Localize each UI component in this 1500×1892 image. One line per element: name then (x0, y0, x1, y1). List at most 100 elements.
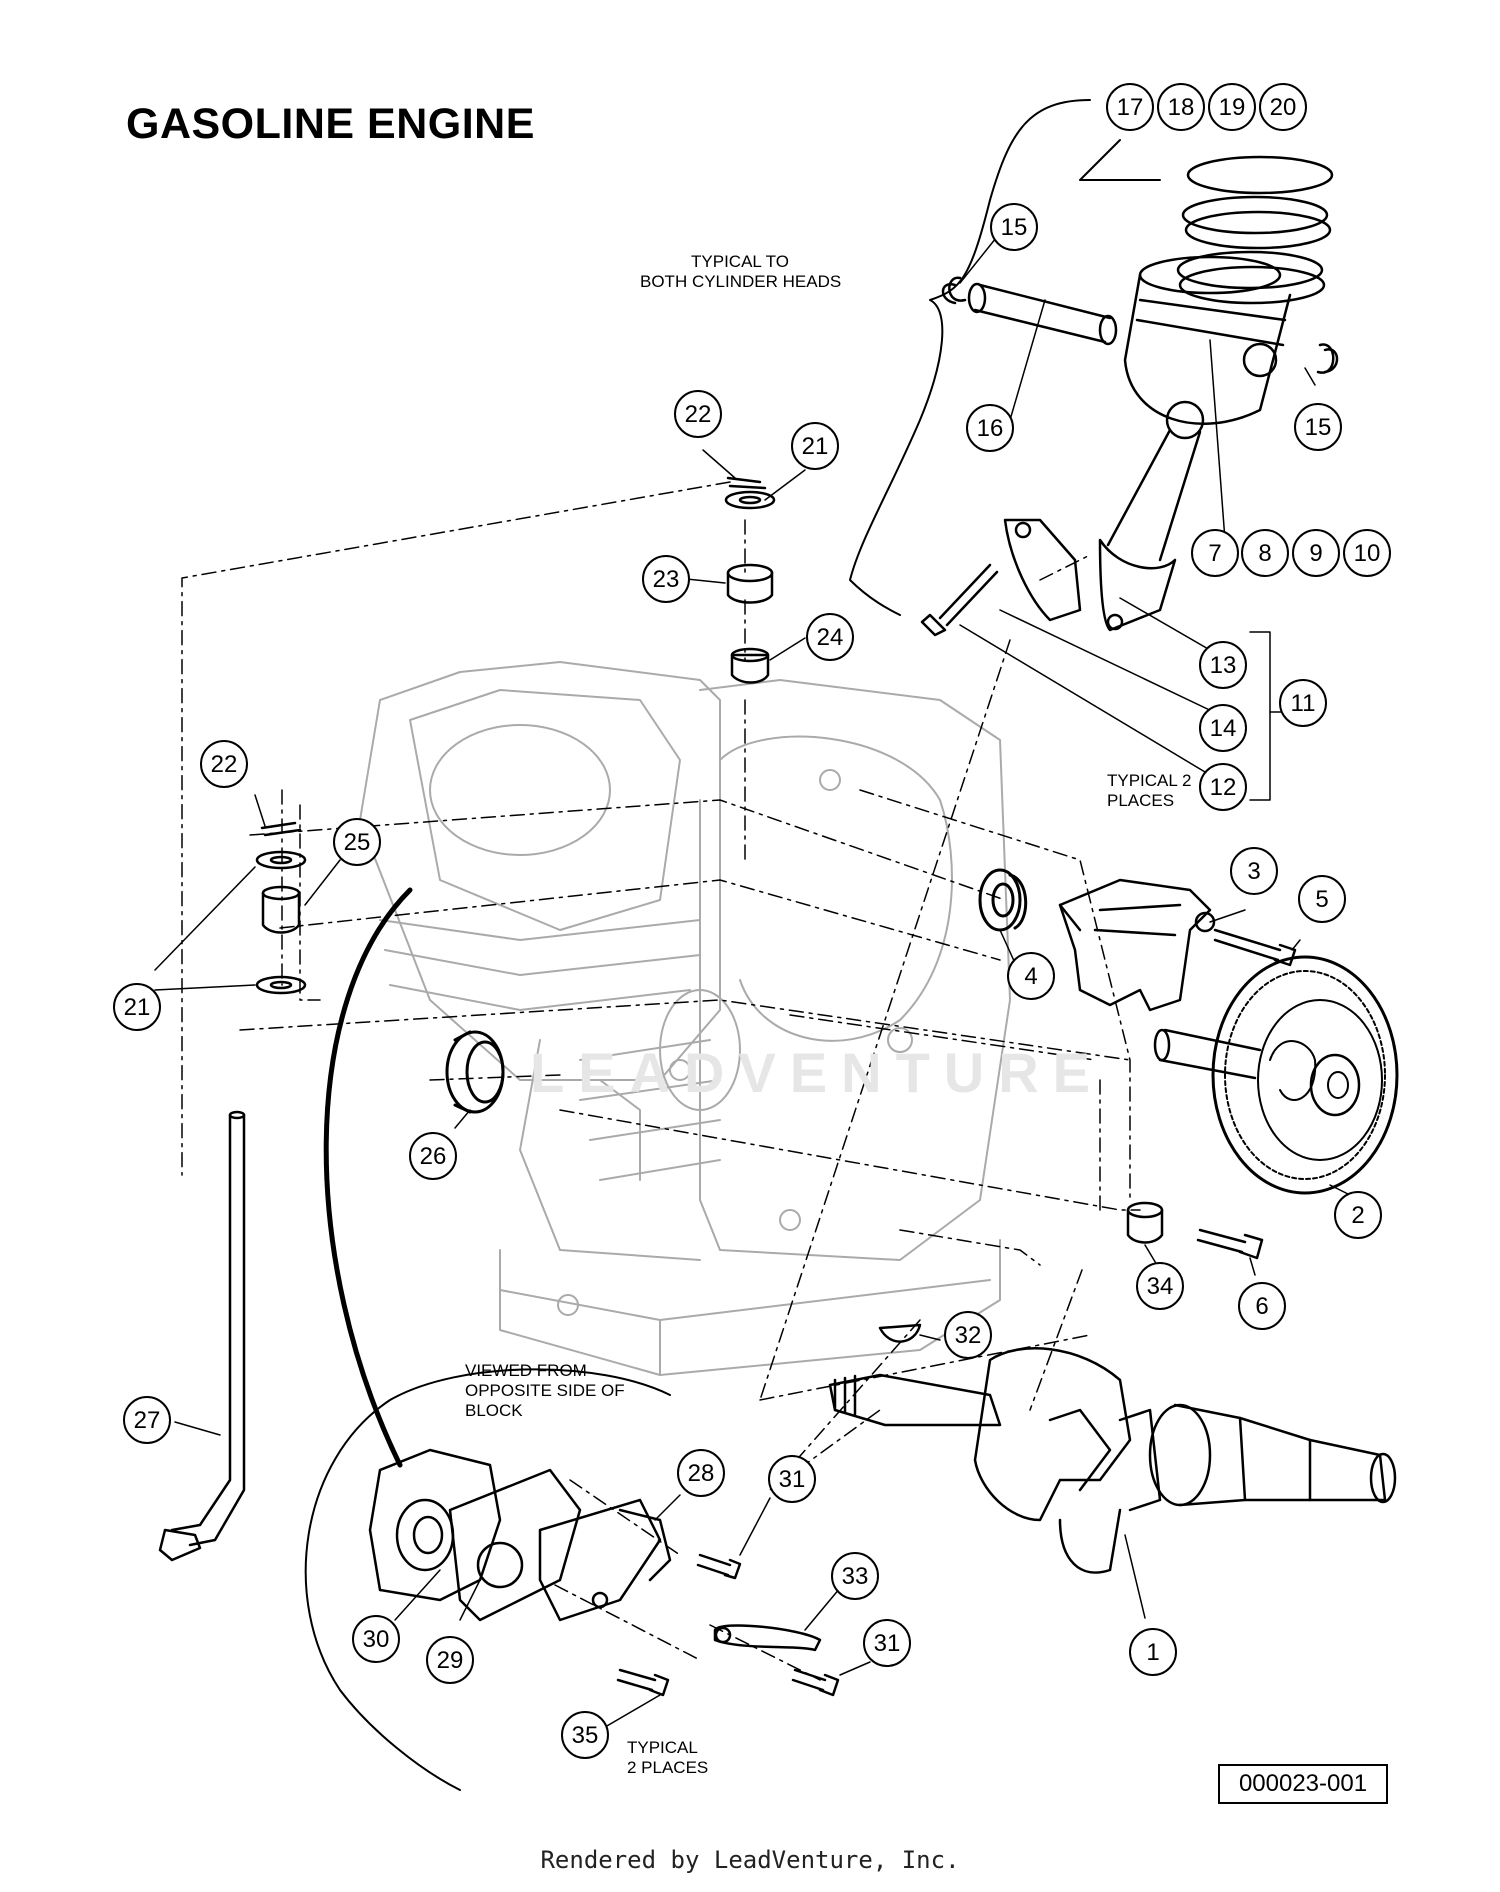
engine-block (359, 661, 1011, 1376)
callout-number: 31 (874, 1630, 901, 1657)
callout-number: 2 (1351, 1202, 1364, 1229)
callout-circle (1343, 529, 1391, 577)
governor-assembly (1058, 878, 1216, 1012)
callout-circle (1007, 952, 1055, 1000)
callout-number: 13 (1210, 652, 1237, 679)
callout-circle (806, 613, 854, 661)
note-typical-2-places: TYPICAL 2 PLACES (1107, 771, 1192, 810)
callout-number: 10 (1354, 540, 1381, 567)
callout-circle (1199, 641, 1247, 689)
callout-number: 6 (1255, 1293, 1268, 1320)
callout-circle (1334, 1191, 1382, 1239)
callout-number: 27 (134, 1407, 161, 1434)
callout-number: 15 (1305, 414, 1332, 441)
callout-number: 3 (1247, 858, 1260, 885)
callout-circle (1106, 83, 1154, 131)
callout-number: 21 (124, 994, 151, 1021)
callout-circle (944, 1311, 992, 1359)
callout-circle (1294, 403, 1342, 451)
callout-circle (768, 1455, 816, 1503)
callout-number: 20 (1270, 94, 1297, 121)
callout-number: 9 (1309, 540, 1322, 567)
callout-circle (113, 983, 161, 1031)
callout-number: 21 (802, 433, 829, 460)
callout-circle (677, 1449, 725, 1497)
callout-number: 7 (1208, 540, 1221, 567)
callout-number: 25 (344, 829, 371, 856)
footer-credit: Rendered by LeadVenture, Inc. (540, 1846, 960, 1874)
callout-circle (1279, 679, 1327, 727)
watermark: LEADVENTURE (530, 1041, 1105, 1104)
callout-number: 22 (211, 751, 238, 778)
callout-number: 16 (977, 415, 1004, 442)
callout-number: 14 (1210, 715, 1237, 742)
callout-number: 23 (653, 566, 680, 593)
document-number: 000023-001 (1218, 1764, 1388, 1804)
note-typical-2-places-bottom: TYPICAL 2 PLACES (627, 1738, 709, 1777)
callout-number: 35 (572, 1722, 599, 1749)
callout-circle (561, 1711, 609, 1759)
callout-circle (674, 390, 722, 438)
callout-circle (409, 1132, 457, 1180)
page-title: GASOLINE ENGINE (126, 100, 535, 148)
bearing (978, 868, 1028, 932)
callout-circle (1136, 1262, 1184, 1310)
callout-circle (426, 1636, 474, 1684)
callout-circle (1191, 529, 1239, 577)
callout-number: 17 (1117, 94, 1144, 121)
piston (1123, 255, 1292, 425)
callout-number: 32 (955, 1322, 982, 1349)
callout-number: 30 (363, 1626, 390, 1653)
callout-circle (200, 740, 248, 788)
crankshaft (828, 1347, 1397, 1574)
callout-number: 33 (842, 1563, 869, 1590)
callout-circle (1259, 83, 1307, 131)
callout-circle (990, 203, 1038, 251)
assembly-leaders (181, 481, 1141, 1681)
callout-leaders (154, 232, 1351, 1731)
callout-circle (791, 422, 839, 470)
callout-number: 29 (437, 1647, 464, 1674)
piston-rings (1176, 155, 1334, 305)
note-viewed-from: VIEWED FROM OPPOSITE SIDE OF BLOCK (465, 1361, 625, 1420)
oil-seal (445, 1030, 505, 1114)
callout-circle (1298, 875, 1346, 923)
callout-circle (863, 1619, 911, 1667)
callout-number: 31 (779, 1466, 806, 1493)
callout-number: 5 (1315, 886, 1328, 913)
callout-number: 22 (685, 401, 712, 428)
callout-circle (1199, 704, 1247, 752)
callout-circle (966, 404, 1014, 452)
callout-number: 4 (1024, 963, 1037, 990)
connecting-rod (1003, 400, 1205, 632)
callout-number: 19 (1219, 94, 1246, 121)
callout-number: 34 (1147, 1273, 1174, 1300)
callout-circle (1238, 1282, 1286, 1330)
callout-circle (831, 1552, 879, 1600)
callout-number: 15 (1001, 214, 1028, 241)
callout-circle (642, 555, 690, 603)
top-hardware (724, 476, 776, 684)
callout-number: 18 (1168, 94, 1195, 121)
callout-circle (352, 1615, 400, 1663)
callout-circle (123, 1396, 171, 1444)
callout-circle (1199, 763, 1247, 811)
callout-number: 26 (420, 1143, 447, 1170)
callout-circle (1157, 83, 1205, 131)
callout-number: 28 (688, 1460, 715, 1487)
callout-circle (333, 818, 381, 866)
callout-circle (1230, 847, 1278, 895)
callout-circle (1208, 83, 1256, 131)
callout-number: 11 (1291, 690, 1316, 717)
left-hardware (255, 821, 307, 995)
callout-number: 12 (1210, 774, 1237, 801)
dipstick-tube (158, 1110, 246, 1562)
callout-number: 1 (1146, 1639, 1159, 1666)
callout-circle (1241, 529, 1289, 577)
callout-circle (1129, 1628, 1177, 1676)
callout-number: 8 (1258, 540, 1271, 567)
callout-number: 24 (817, 624, 844, 651)
cam-gear (1153, 955, 1399, 1195)
